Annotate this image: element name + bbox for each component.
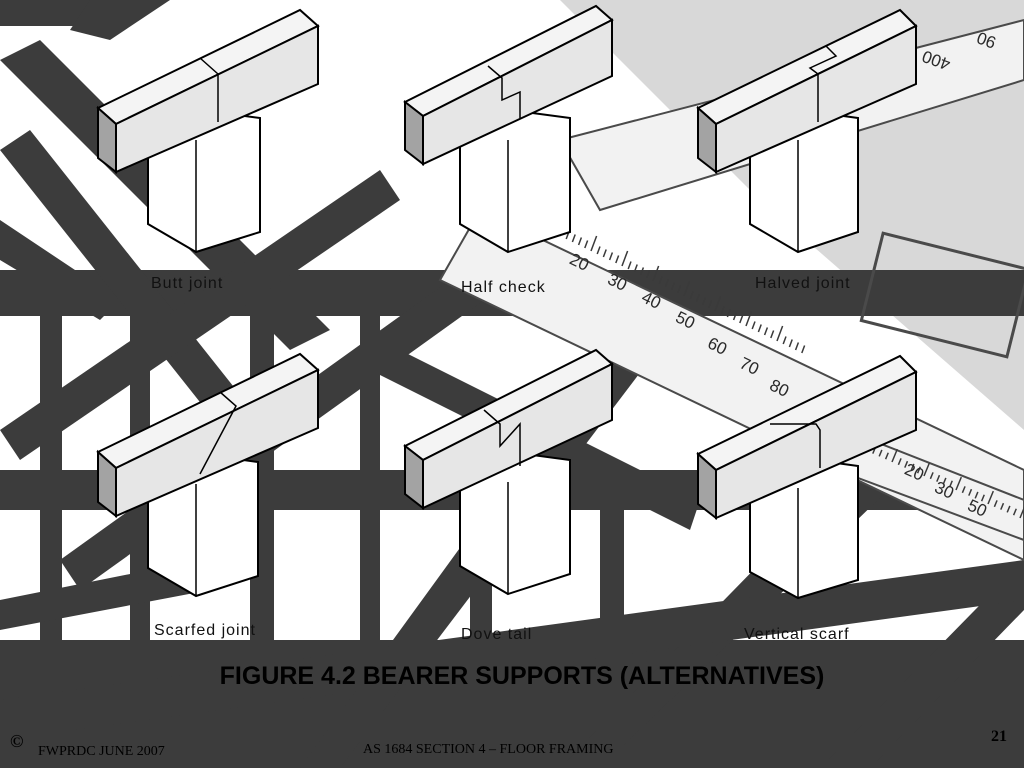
ruler-tick xyxy=(961,486,966,494)
ruler-tick xyxy=(708,300,713,309)
ruler-tick xyxy=(968,488,973,496)
ruler-tick xyxy=(782,336,787,345)
ruler-tick xyxy=(923,462,931,477)
section-label: AS 1684 SECTION 4 – FLOOR FRAMING xyxy=(363,742,614,757)
ruler-tick xyxy=(751,321,756,330)
ruler-tick xyxy=(794,342,800,351)
ruler-tick xyxy=(726,309,731,318)
copyright-symbol: © xyxy=(10,731,24,751)
ruler-tick xyxy=(633,264,638,273)
label-vertical-scarf: Vertical scarf xyxy=(744,626,850,643)
ruler-tick xyxy=(1012,508,1017,516)
halved-joint-illustration xyxy=(696,8,918,254)
ruler-tick xyxy=(980,494,985,502)
label-dove-tail: Dove tail xyxy=(461,626,533,643)
organization-label: FWPRDC JUNE 2007 xyxy=(38,744,165,759)
ruler-tick xyxy=(732,312,738,321)
label-halved-joint: Halved joint xyxy=(755,275,851,292)
ruler-tick xyxy=(664,279,669,288)
ruler-tick xyxy=(596,246,601,255)
ruler-tick xyxy=(677,285,682,294)
ruler-tick xyxy=(897,458,902,466)
vertical-scarf-illustration xyxy=(696,354,918,600)
ruler-tick xyxy=(916,466,921,474)
ruler-tick xyxy=(639,267,645,276)
ruler-tick xyxy=(955,476,963,491)
ruler-tick xyxy=(948,480,953,488)
ruler-tick xyxy=(929,472,934,480)
ruler-tick xyxy=(1019,506,1024,519)
ruler-tick xyxy=(801,345,806,354)
ruler-tick xyxy=(936,474,941,482)
ruler-tick xyxy=(695,294,700,303)
ruler-tick xyxy=(646,270,651,279)
ruler-tick xyxy=(701,297,707,306)
ruler-tick xyxy=(987,490,995,505)
ruler-tick xyxy=(739,315,744,324)
ruler-tick xyxy=(608,252,614,261)
ruler-tick xyxy=(974,491,979,499)
ruler-tick xyxy=(910,463,915,471)
ruler-tick xyxy=(1006,505,1011,513)
ruler-tick xyxy=(571,234,576,243)
ruler-tick xyxy=(689,291,694,300)
label-scarfed-joint: Scarfed joint xyxy=(154,622,256,639)
ruler-tick xyxy=(590,235,598,252)
ruler-tick xyxy=(652,265,660,282)
butt-joint-illustration xyxy=(96,8,320,254)
ruler-tick xyxy=(993,500,998,508)
ruler-tick xyxy=(602,249,607,258)
ruler-tick xyxy=(763,327,769,336)
scarfed-joint-illustration xyxy=(96,352,320,598)
ruler-tick xyxy=(757,324,762,333)
ruler-tick xyxy=(1000,502,1005,510)
ruler-tick xyxy=(745,310,753,327)
figure-title: FIGURE 4.2 BEARER SUPPORTS (ALTERNATIVES… xyxy=(219,662,825,690)
ruler-tick xyxy=(584,240,589,249)
ruler-tick xyxy=(658,276,663,285)
ruler-tick xyxy=(884,452,889,460)
ruler-tick xyxy=(683,280,691,297)
ruler-tick xyxy=(720,306,725,315)
ruler-tick xyxy=(714,295,722,312)
ruler-tick xyxy=(878,449,883,457)
half-check-illustration xyxy=(403,4,614,254)
ruler-tick xyxy=(788,339,793,348)
ruler-tick xyxy=(621,250,629,267)
ruler-tick xyxy=(627,261,632,270)
ruler-tick xyxy=(670,282,676,291)
ruler-tick xyxy=(942,477,947,485)
ruler-tick xyxy=(770,330,775,339)
dove-tail-illustration xyxy=(403,348,614,596)
label-half-check: Half check xyxy=(461,279,546,296)
ruler-tick xyxy=(615,255,620,264)
ruler-tick xyxy=(577,237,583,246)
label-butt-joint: Butt joint xyxy=(151,275,224,292)
ruler-tick xyxy=(891,448,899,463)
page-number: 21 xyxy=(991,728,1007,745)
ruler-tick xyxy=(776,325,784,342)
ruler-tick xyxy=(904,460,909,468)
